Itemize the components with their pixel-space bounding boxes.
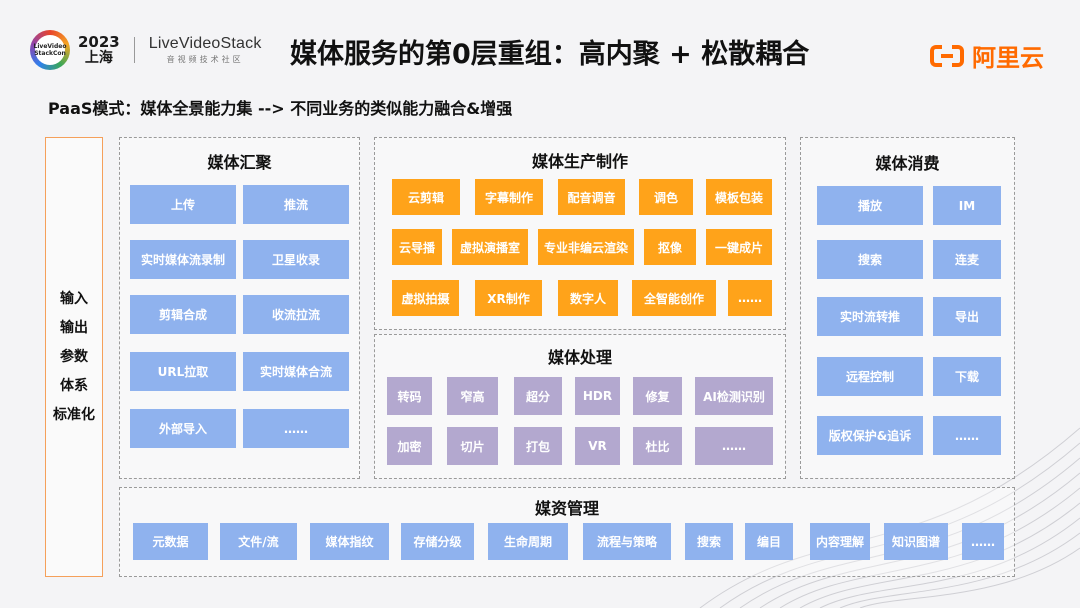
- capability-chip: 文件/流: [220, 523, 297, 560]
- page-subtitle: PaaS模式：媒体全景能力集 --> 不同业务的类似能力融合&增强: [48, 99, 513, 118]
- conference-year: 2023: [78, 33, 120, 51]
- capability-chip: 下载: [933, 357, 1001, 396]
- capability-chip: 存储分级: [401, 523, 474, 560]
- capability-chip: 打包: [514, 427, 562, 465]
- std-item: 参数: [60, 348, 88, 365]
- capability-chip: 虚拟拍摄: [392, 280, 459, 316]
- capability-chip: ……: [728, 280, 772, 316]
- panel-title: 媒体生产制作: [531, 152, 628, 171]
- capability-chip: 搜索: [817, 240, 923, 279]
- capability-chip: 流程与策略: [583, 523, 671, 560]
- capability-chip: HDR: [575, 377, 620, 415]
- std-item: 体系: [60, 377, 88, 394]
- capability-chip: 卫星收录: [243, 240, 349, 279]
- std-item: 输入: [60, 290, 88, 307]
- capability-chip: 超分: [514, 377, 562, 415]
- capability-chip: 专业非编云渲染: [538, 229, 634, 265]
- brand-subtitle: 音视频技术社区: [166, 55, 244, 64]
- capability-chip: IM: [933, 186, 1001, 225]
- capability-chip: 连麦: [933, 240, 1001, 279]
- capability-chip: 导出: [933, 297, 1001, 336]
- capability-chip: 模板包装: [706, 179, 772, 215]
- panel-title: 媒体消费: [875, 154, 940, 173]
- capability-chip: 抠像: [644, 229, 696, 265]
- capability-chip: VR: [575, 427, 620, 465]
- capability-chip: AI检测识别: [695, 377, 773, 415]
- capability-chip: 元数据: [133, 523, 208, 560]
- capability-chip: 云剪辑: [392, 179, 460, 215]
- media-collect-panel: 媒体汇聚 上传 推流 实时媒体流录制 卫星收录 剪辑合成 收流拉流 URL拉取 …: [119, 137, 360, 479]
- media-production-panel: 媒体生产制作 云剪辑 字幕制作 配音调音 调色 模板包装 云导播 虚拟演播室 专…: [374, 137, 786, 330]
- capability-chip: 实时媒体流录制: [130, 240, 236, 279]
- capability-chip: 全智能创作: [632, 280, 716, 316]
- conference-city: 上海: [84, 50, 113, 66]
- capability-chip: ……: [243, 409, 349, 448]
- capability-chip: 云导播: [392, 229, 442, 265]
- aliyun-logo: 阿里云: [930, 38, 1044, 73]
- std-item: 标准化: [53, 406, 95, 423]
- standardization-column: 输入 输出 参数 体系 标准化: [45, 137, 103, 577]
- capability-chip: 搜索: [685, 523, 733, 560]
- capability-chip: 字幕制作: [475, 179, 543, 215]
- capability-chip: 剪辑合成: [130, 295, 236, 334]
- capability-chip: ……: [695, 427, 773, 465]
- panel-title: 媒体汇聚: [207, 153, 272, 172]
- aliyun-wordmark: 阿里云: [972, 44, 1044, 72]
- capability-chip: 生命周期: [488, 523, 568, 560]
- page-title: 媒体服务的第0层重组：高内聚 + 松散耦合: [290, 39, 810, 70]
- capability-chip: 杜比: [633, 427, 682, 465]
- asset-management-panel: 媒资管理 元数据 文件/流 媒体指纹 存储分级 生命周期 流程与策略 搜索 编目…: [119, 487, 1015, 577]
- capability-chip: 加密: [387, 427, 432, 465]
- capability-chip: 修复: [633, 377, 682, 415]
- capability-chip: 数字人: [558, 280, 618, 316]
- capability-chip: 收流拉流: [243, 295, 349, 334]
- capability-chip: 远程控制: [817, 357, 923, 396]
- media-processing-panel: 媒体处理 转码 窄高 超分 HDR 修复 AI检测识别 加密 切片 打包 VR …: [374, 334, 786, 479]
- capability-chip: XR制作: [475, 280, 542, 316]
- capability-chip: 转码: [387, 377, 432, 415]
- std-item: 输出: [60, 319, 88, 336]
- capability-chip: 知识图谱: [884, 523, 948, 560]
- capability-chip: 窄高: [447, 377, 498, 415]
- capability-chip: 虚拟演播室: [452, 229, 528, 265]
- panel-title: 媒资管理: [534, 499, 599, 518]
- capability-chip: 播放: [817, 186, 923, 225]
- panel-title: 媒体处理: [547, 348, 612, 367]
- brand-name: LiveVideoStack: [148, 35, 262, 52]
- capability-chip: 配音调音: [558, 179, 625, 215]
- capability-chip: 调色: [639, 179, 693, 215]
- capability-chip: 实时流转推: [817, 297, 923, 336]
- capability-chip: 切片: [447, 427, 498, 465]
- capability-chip: ……: [962, 523, 1004, 560]
- capability-chip: 内容理解: [810, 523, 870, 560]
- capability-chip: ……: [933, 416, 1001, 455]
- aliyun-bracket-icon: [930, 44, 964, 67]
- capability-chip: URL拉取: [130, 352, 236, 391]
- capability-chip: 实时媒体合流: [243, 352, 349, 391]
- media-consume-panel: 媒体消费 播放 IM 搜索 连麦 实时流转推 导出 远程控制 下载 版权保护&追…: [800, 137, 1015, 479]
- capability-chip: 媒体指纹: [310, 523, 389, 560]
- capability-chip: 一键成片: [706, 229, 772, 265]
- capability-chip: 版权保护&追诉: [817, 416, 923, 455]
- logo-divider: [133, 37, 135, 63]
- capability-chip: 外部导入: [130, 409, 236, 448]
- conference-logo: LiveVideo StackCon 2023 上海 LiveVideoStac…: [30, 30, 262, 70]
- capability-chip: 推流: [243, 185, 349, 224]
- capability-chip: 上传: [130, 185, 236, 224]
- badge-text: LiveVideo StackCon: [34, 35, 66, 65]
- livevideostack-logo: LiveVideoStack 音视频技术社区: [149, 35, 262, 65]
- capability-chip: 编目: [745, 523, 793, 560]
- livevideo-stackcon-badge-icon: LiveVideo StackCon: [30, 30, 70, 70]
